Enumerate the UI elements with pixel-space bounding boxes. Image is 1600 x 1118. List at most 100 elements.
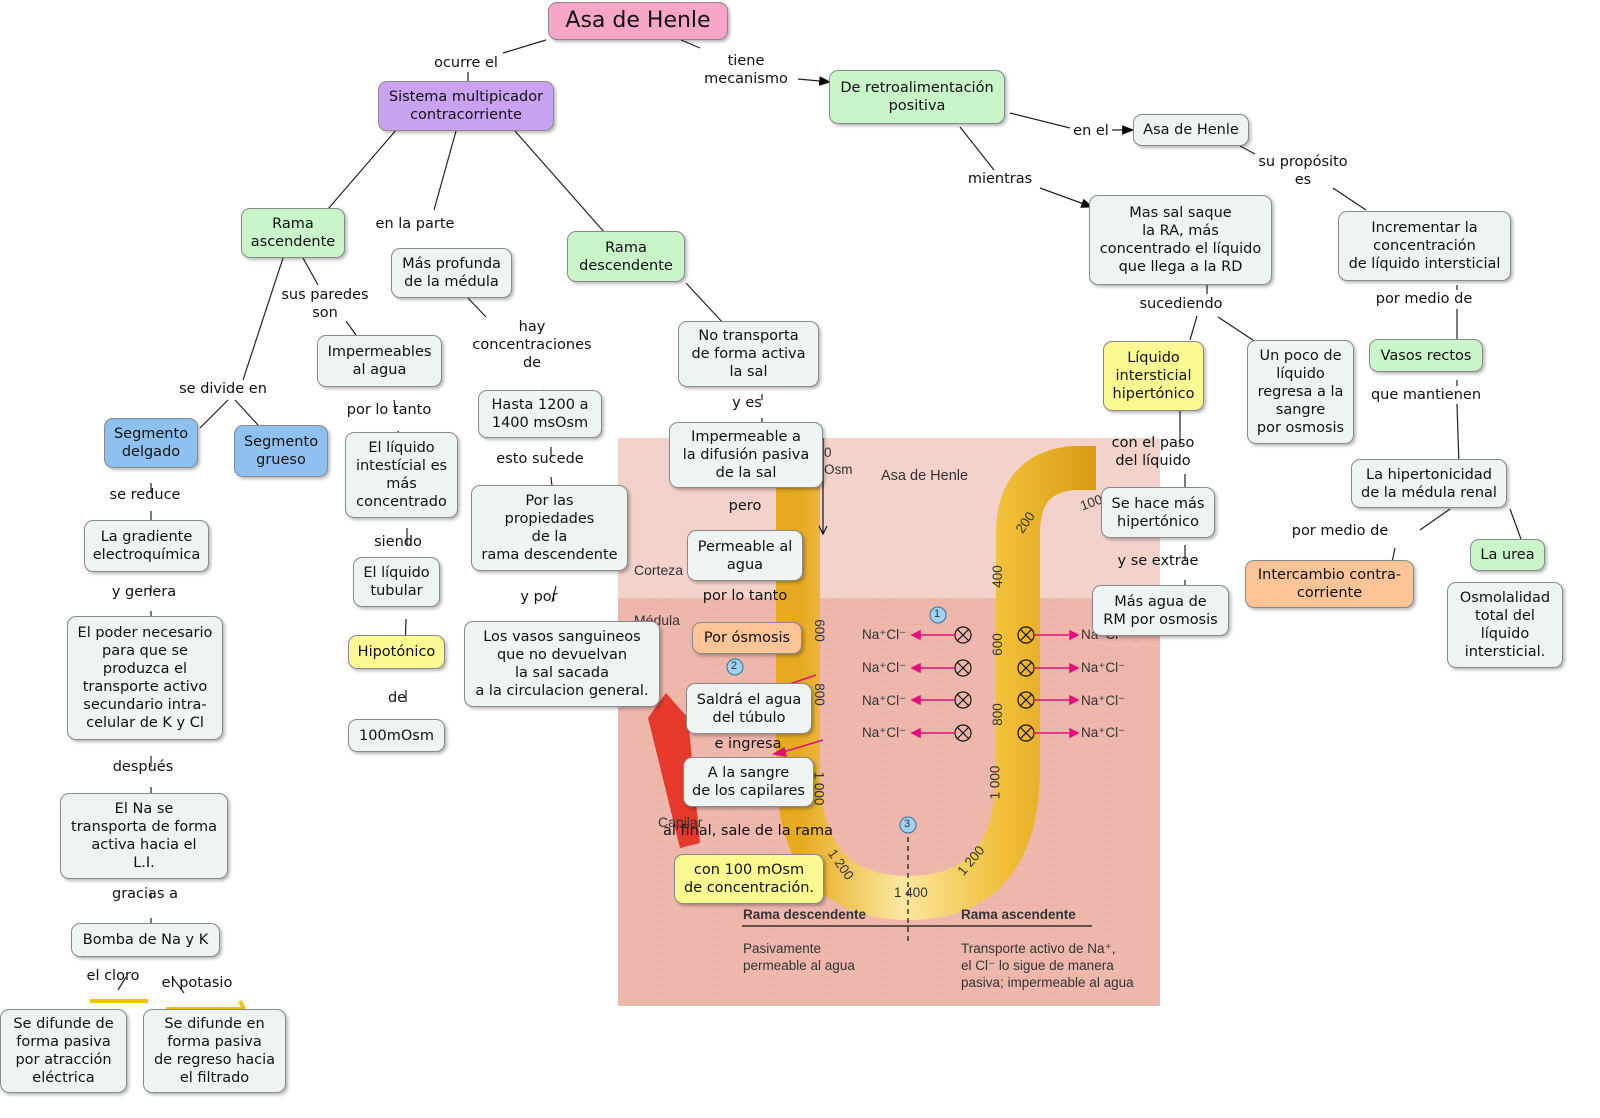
label-al-final: al final, sale de la rama bbox=[662, 823, 834, 839]
asc-tick: 600 bbox=[989, 633, 1005, 656]
node-liquido-intestinal[interactable]: El líquido intestícial es más concentrad… bbox=[345, 432, 458, 518]
node-poder-necesario[interactable]: El poder necesario para que se produzca … bbox=[67, 616, 223, 740]
fig-osm-tick-0: 0 bbox=[824, 445, 832, 460]
label-mientras: mientras bbox=[967, 171, 1033, 187]
node-mas-agua[interactable]: Más agua de RM por osmosis bbox=[1092, 585, 1229, 636]
label-sucediendo: sucediendo bbox=[1139, 296, 1223, 312]
label-y-por: y por bbox=[520, 589, 558, 605]
node-por-propiedades[interactable]: Por las propiedades de la rama descenden… bbox=[471, 485, 628, 571]
node-intercambio[interactable]: Intercambio contra- corriente bbox=[1245, 560, 1414, 608]
step-3-number: 3 bbox=[904, 818, 911, 830]
node-saldra-agua[interactable]: Saldrá el agua del túbulo bbox=[686, 683, 812, 734]
node-segmento-grueso[interactable]: Segmento grueso bbox=[234, 425, 328, 477]
ion-label-left: Na⁺Cl⁻ bbox=[862, 660, 907, 675]
asc-tick: 1 000 bbox=[987, 765, 1003, 800]
node-mas-profunda[interactable]: Más profunda de la médula bbox=[391, 248, 512, 298]
label-con-el-paso: con el paso del líquido bbox=[1111, 435, 1195, 469]
node-el-na[interactable]: El Na se transporta de forma activa haci… bbox=[60, 793, 228, 879]
step-2-marker bbox=[726, 658, 744, 676]
label-pero: pero bbox=[728, 498, 762, 514]
caption-asc-text: Transporte activo de Na⁺, el Cl⁻ lo sigu… bbox=[961, 941, 1134, 990]
node-mas-sal[interactable]: Mas sal saque la RA, más concentrado el … bbox=[1089, 195, 1272, 285]
node-por-osmosis[interactable]: Por ósmosis bbox=[692, 622, 802, 654]
caption-rama-descendente: Rama descendente bbox=[743, 907, 867, 922]
node-un-poco-liquido[interactable]: Un poco de líquido regresa a la sangre p… bbox=[1247, 340, 1354, 444]
node-hipotonico[interactable]: Hipotónico bbox=[348, 635, 445, 669]
node-se-difunde-1[interactable]: Se difunde de forma pasiva por atracción… bbox=[0, 1009, 127, 1093]
label-se-divide-en: se divide en bbox=[179, 381, 267, 397]
label-y-genera: y genera bbox=[111, 584, 177, 600]
label-despues: después bbox=[112, 759, 174, 775]
label-el-cloro: el cloro bbox=[86, 968, 140, 984]
step-1-marker bbox=[929, 606, 947, 624]
label-por-lo-tanto-2: por lo tanto bbox=[702, 588, 788, 604]
label-el-potasio: el potasio bbox=[161, 975, 233, 991]
asc-tick: 400 bbox=[989, 565, 1005, 588]
node-hipertonicidad[interactable]: La hipertonicidad de la médula renal bbox=[1351, 459, 1507, 508]
node-gradiente[interactable]: La gradiente electroquímica bbox=[84, 520, 209, 572]
fig-capilar-label: Capilar bbox=[658, 814, 703, 830]
label-gracias-a: gracias a bbox=[112, 886, 178, 902]
capillary-vessel bbox=[648, 693, 700, 848]
node-a-la-sangre[interactable]: A la sangre de los capilares bbox=[683, 757, 814, 807]
caption-rama-ascendente: Rama ascendente bbox=[961, 907, 1076, 922]
label-se-reduce: se reduce bbox=[109, 487, 181, 503]
label-en-la-parte: en la parte bbox=[375, 216, 455, 232]
node-hasta-1200[interactable]: Hasta 1200 a 1400 msOsm bbox=[478, 390, 602, 438]
label-que-mantienen: que mantienen bbox=[1370, 387, 1482, 403]
label-ocurre-el: ocurre el bbox=[434, 55, 498, 71]
ion-label-left: Na⁺Cl⁻ bbox=[862, 725, 907, 740]
label-y-es: y es bbox=[732, 395, 762, 411]
node-rama-ascendente[interactable]: Rama ascendente bbox=[241, 208, 345, 258]
label-hay-concentraciones: hay concentraciones de bbox=[472, 319, 592, 371]
node-se-difunde-2[interactable]: Se difunde en forma pasiva de regreso ha… bbox=[143, 1009, 286, 1093]
node-vasos-rectos[interactable]: Vasos rectos bbox=[1369, 339, 1483, 372]
node-liquido-hipertonico[interactable]: Líquido intersticial hipertónico bbox=[1103, 341, 1204, 411]
node-segmento-delgado[interactable]: Segmento delgado bbox=[104, 418, 198, 468]
node-bomba-na-k[interactable]: Bomba de Na y K bbox=[71, 923, 220, 957]
label-de: de bbox=[387, 690, 407, 706]
step-3-marker bbox=[899, 816, 917, 834]
node-sistema-multiplicador[interactable]: Sistema multipicador contracorriente bbox=[378, 81, 554, 131]
label-por-medio-de-2: por medio de bbox=[1291, 523, 1389, 539]
ion-transport-arrows bbox=[771, 629, 1080, 757]
fig-corteza-label: Corteza bbox=[634, 562, 684, 578]
step-2-number: 2 bbox=[731, 660, 738, 672]
label-su-proposito: su propósito es bbox=[1258, 154, 1348, 188]
desc-tick: 800 bbox=[811, 683, 827, 706]
label-e-ingresa: e ingresa bbox=[714, 736, 782, 752]
node-rama-descendente[interactable]: Rama descendente bbox=[567, 231, 685, 282]
node-impermeables[interactable]: Impermeables al agua bbox=[317, 335, 442, 387]
label-esto-sucede: esto sucede bbox=[496, 451, 584, 467]
node-100mosm[interactable]: 100mOsm bbox=[348, 719, 445, 752]
node-retroalimentacion[interactable]: De retroalimentación positiva bbox=[829, 70, 1005, 124]
node-impermeable-difusion[interactable]: Impermeable a la difusión pasiva de la s… bbox=[669, 422, 823, 488]
node-osmolalidad[interactable]: Osmolalidad total del líquido interstici… bbox=[1447, 582, 1563, 668]
label-por-lo-tanto-1: por lo tanto bbox=[346, 402, 432, 418]
bottom-value: 1 400 bbox=[894, 885, 928, 900]
node-asa-de-henle-title[interactable]: Asa de Henle bbox=[548, 2, 728, 40]
ion-label-right: Na⁺Cl⁻ bbox=[1081, 693, 1126, 708]
ion-label-right: Na⁺Cl⁻ bbox=[1081, 660, 1126, 675]
node-con-100[interactable]: con 100 mOsm de concentración. bbox=[674, 854, 824, 904]
node-incrementar[interactable]: Incrementar la concentración de líquido … bbox=[1338, 211, 1511, 281]
node-no-transporta[interactable]: No transporta de forma activa la sal bbox=[678, 321, 819, 387]
node-permeable-agua[interactable]: Permeable al agua bbox=[687, 530, 803, 581]
node-asa-de-henle-2[interactable]: Asa de Henle bbox=[1133, 114, 1249, 146]
step-1-number: 1 bbox=[934, 608, 941, 620]
label-siendo: siendo bbox=[374, 534, 422, 550]
desc-tick: 600 bbox=[811, 619, 827, 642]
node-los-vasos[interactable]: Los vasos sanguineos que no devuelvan la… bbox=[464, 621, 660, 707]
label-sus-paredes: sus paredes son bbox=[281, 287, 369, 321]
label-por-medio-de-1: por medio de bbox=[1375, 291, 1473, 307]
label-tiene-mecanismo: tiene mecanismo bbox=[704, 53, 788, 87]
fig-osm-label: Osm bbox=[824, 462, 853, 477]
ion-label-left: Na⁺Cl⁻ bbox=[862, 693, 907, 708]
node-liquido-tubular[interactable]: El líquido tubular bbox=[353, 557, 440, 607]
node-la-urea[interactable]: La urea bbox=[1470, 539, 1545, 571]
node-se-hace-mas[interactable]: Se hace más hipertónico bbox=[1101, 487, 1215, 538]
ion-label-right: Na⁺Cl⁻ bbox=[1081, 725, 1126, 740]
asc-tick: 800 bbox=[989, 703, 1005, 726]
label-en-el: en el bbox=[1073, 123, 1109, 139]
ion-label-left: Na⁺Cl⁻ bbox=[862, 627, 907, 642]
